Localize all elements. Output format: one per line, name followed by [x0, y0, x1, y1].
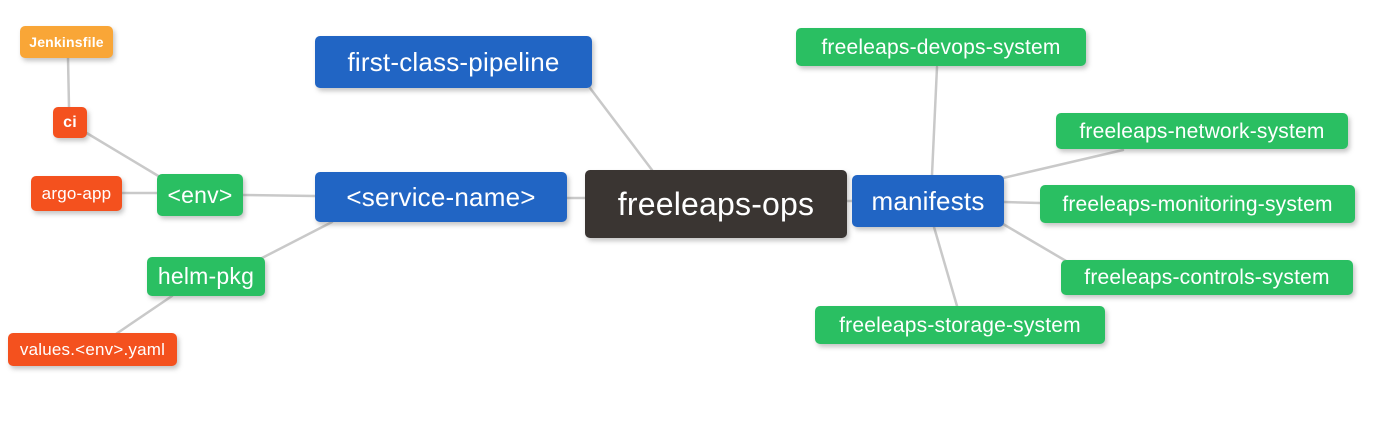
- node-argo-app[interactable]: argo-app: [31, 176, 122, 211]
- node-monitoring-system[interactable]: freeleaps-monitoring-system: [1040, 185, 1355, 223]
- node-values-env-yaml[interactable]: values.<env>.yaml: [8, 333, 177, 366]
- node-ci[interactable]: ci: [53, 107, 87, 138]
- node-freeleaps-ops[interactable]: freeleaps-ops: [585, 170, 847, 238]
- node-devops-system[interactable]: freeleaps-devops-system: [796, 28, 1086, 66]
- node-storage-system[interactable]: freeleaps-storage-system: [815, 306, 1105, 344]
- edge-manifests-to-controls-system: [1001, 222, 1068, 263]
- node-network-system[interactable]: freeleaps-network-system: [1056, 113, 1348, 149]
- edge-manifests-to-monitoring-system: [1002, 200, 1042, 205]
- edge-helm-pkg-to-service-name: [260, 220, 334, 260]
- node-manifests[interactable]: manifests: [852, 175, 1004, 227]
- node-env[interactable]: <env>: [157, 174, 243, 216]
- edge-ci-to-env: [83, 130, 162, 179]
- edge-manifests-to-storage-system: [932, 225, 959, 308]
- edge-env-to-service-name: [241, 193, 317, 198]
- edge-first-class-pipeline-to-freeleaps-ops: [588, 86, 654, 172]
- edge-manifests-to-network-system: [1001, 148, 1125, 180]
- edge-jenkinsfile-to-ci: [66, 56, 71, 109]
- node-first-class-pipeline[interactable]: first-class-pipeline: [315, 36, 592, 88]
- node-controls-system[interactable]: freeleaps-controls-system: [1061, 260, 1353, 295]
- node-helm-pkg[interactable]: helm-pkg: [147, 257, 265, 296]
- node-jenkinsfile[interactable]: Jenkinsfile: [20, 26, 113, 58]
- node-service-name[interactable]: <service-name>: [315, 172, 567, 222]
- edge-values-env-yaml-to-helm-pkg: [114, 294, 174, 336]
- edge-manifests-to-devops-system: [930, 65, 939, 177]
